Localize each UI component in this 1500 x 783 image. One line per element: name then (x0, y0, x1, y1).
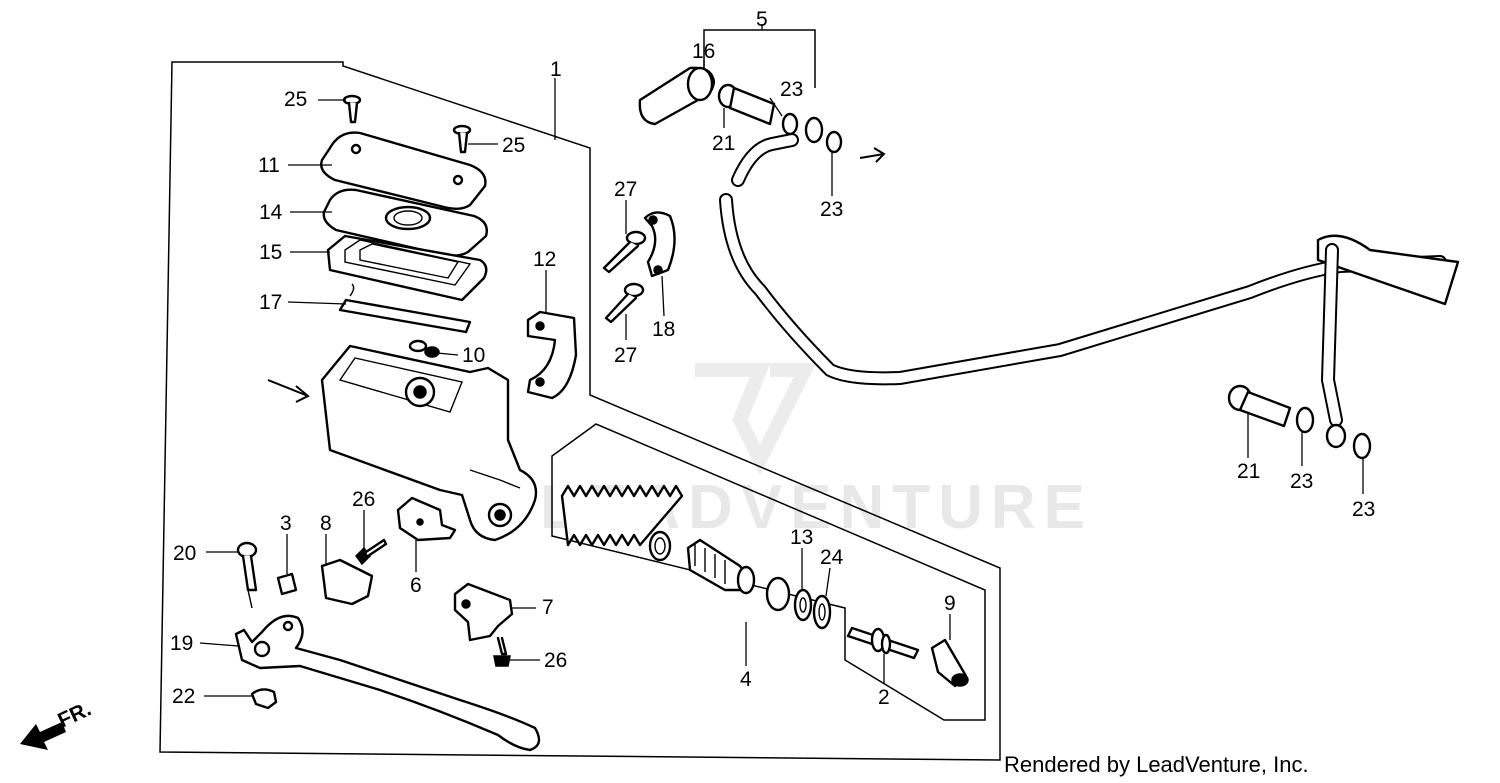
callout-20: 20 (173, 542, 196, 565)
callout-15: 15 (259, 241, 282, 264)
arrow-icon-left (267, 379, 310, 403)
banjo-eye-top (804, 116, 824, 144)
callout-13: 13 (790, 526, 813, 549)
screw-26-lower (493, 636, 511, 667)
sealing-washer-23-d (1352, 432, 1372, 460)
washer-13 (793, 588, 813, 622)
screw-25-right (452, 124, 472, 154)
callout-6: 6 (410, 574, 422, 597)
clutch-lever (234, 614, 541, 752)
switch-cover (320, 558, 374, 606)
clutch-hose (719, 133, 1460, 449)
pivot-nut (250, 688, 278, 710)
boot (765, 576, 791, 612)
callout-17: 17 (259, 291, 282, 314)
callout-8: 8 (320, 512, 332, 535)
spring (560, 484, 684, 547)
callout-18: 18 (652, 318, 675, 341)
switch-6 (396, 496, 457, 542)
screw-26-upper (355, 538, 388, 566)
callout-14: 14 (259, 201, 283, 224)
assembly-frame (159, 61, 1001, 761)
callout-7: 7 (542, 596, 554, 619)
sealing-washer-23-b (825, 130, 843, 154)
collar (276, 572, 298, 596)
callout-23-d: 23 (1352, 498, 1375, 521)
callout-10: 10 (462, 344, 485, 367)
diaphragm (326, 234, 488, 302)
callout-11: 11 (258, 154, 280, 177)
callout-22: 22 (172, 685, 195, 708)
callout-2: 2 (878, 686, 890, 709)
callout-26-top: 26 (352, 488, 375, 511)
callouts: 1 2 3 4 5 6 7 8 9 10 11 12 13 14 15 16 1… (170, 8, 1375, 709)
hose-holder (643, 211, 676, 278)
banjo-cap-16 (638, 66, 716, 126)
render-credit: Rendered by LeadVenture, Inc. (1004, 752, 1309, 777)
callout-24: 24 (820, 546, 844, 569)
piston (686, 538, 756, 595)
push-rod (846, 626, 920, 660)
callout-27-top: 27 (614, 178, 637, 201)
pivot-bolt (236, 541, 258, 609)
reservoir-cap (320, 131, 487, 210)
callout-3: 3 (280, 512, 292, 535)
front-arrow-icon: FR. (20, 697, 95, 750)
switch-7 (453, 582, 514, 642)
callout-23-b: 23 (820, 198, 843, 221)
callout-27-bottom: 27 (614, 344, 637, 367)
banjo-bracket (703, 29, 816, 88)
callout-19: 19 (170, 632, 193, 655)
dust-cap (930, 638, 969, 688)
callout-1: 1 (550, 58, 562, 81)
banjo-bolt-21-top (717, 83, 776, 126)
callout-21-top: 21 (712, 132, 735, 155)
banjo-bolt-21-bottom (1227, 384, 1292, 428)
master-cylinder-body (320, 344, 538, 542)
callout-26-bottom: 26 (544, 649, 567, 672)
sealing-washer-23-a (781, 112, 799, 136)
callout-23-c: 23 (1290, 470, 1313, 493)
spring-seat (648, 530, 672, 562)
grommet (408, 339, 440, 358)
callout-5: 5 (756, 8, 768, 31)
callout-21-bottom: 21 (1237, 460, 1260, 483)
screw-25-top (342, 94, 362, 124)
arrow-icon-right (859, 147, 886, 163)
piston-kit-frame (551, 423, 986, 721)
callout-16: 16 (692, 40, 715, 63)
callout-9: 9 (944, 592, 956, 615)
callout-12: 12 (533, 248, 556, 271)
callout-23-a: 23 (780, 78, 803, 101)
plate (338, 298, 472, 334)
bolt-27-upper (602, 230, 647, 274)
callout-25-right: 25 (502, 134, 525, 157)
bolt-27-lower (604, 282, 645, 324)
callout-25-top: 25 (284, 88, 307, 111)
clamp (526, 310, 578, 400)
callout-4: 4 (740, 668, 752, 691)
sealing-washer-23-c (1295, 406, 1315, 434)
leader-lines (199, 60, 1364, 697)
circlip-24 (812, 594, 832, 630)
